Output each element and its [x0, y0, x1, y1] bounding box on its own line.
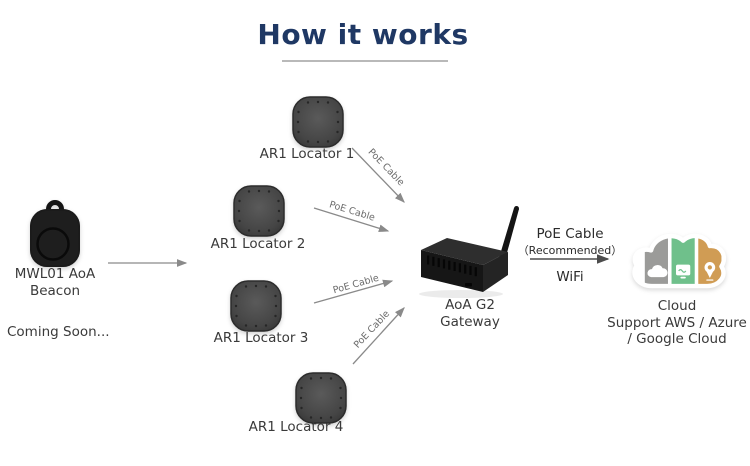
arrow-locator3-to-gateway [313, 279, 394, 304]
title-underline [282, 60, 448, 62]
locator1-label: AR1 Locator 1 [259, 146, 355, 162]
locator1-icon [292, 96, 344, 148]
locator3-icon [230, 280, 282, 332]
arrow-locator4-to-gateway [352, 307, 405, 365]
locator2-icon [233, 185, 285, 237]
gateway-label-line1: AoA G2 [445, 297, 495, 313]
arrow-locator1-to-gateway [351, 147, 405, 203]
beacon-label-line2: Beacon [29, 282, 81, 299]
poe-cable-recommended-label: PoE Cable [536, 226, 604, 242]
wifi-label: WiFi [556, 269, 584, 285]
arrow-locator2-to-gateway [313, 207, 390, 233]
locator3-label: AR1 Locator 3 [213, 330, 309, 346]
locator4-icon [295, 372, 347, 424]
cloud-service-glyphs [647, 262, 716, 281]
beacon-icon [30, 200, 80, 267]
locator2-label: AR1 Locator 2 [210, 236, 306, 252]
beacon-status: Coming Soon... [7, 324, 110, 340]
gateway-label-line2: Gateway [440, 313, 500, 330]
cloud-icon [632, 233, 727, 289]
recommended-label: （Recommended） [517, 244, 623, 257]
locator4-label: AR1 Locator 4 [248, 419, 344, 435]
page-title: How it works [257, 18, 469, 51]
gateway-label: AoA G2 Gateway [420, 297, 520, 330]
cloud-label-block: Cloud Support AWS / Azure / Google Cloud [602, 298, 750, 348]
cloud-support-line2: / Google Cloud [627, 331, 727, 347]
gateway-icon [419, 206, 519, 298]
cloud-support-line1: Support AWS / Azure [607, 314, 747, 331]
cloud-label: Cloud [657, 298, 697, 314]
beacon-label: MWL01 AoA Beacon [3, 266, 107, 299]
beacon-label-line1: MWL01 AoA [14, 266, 96, 282]
